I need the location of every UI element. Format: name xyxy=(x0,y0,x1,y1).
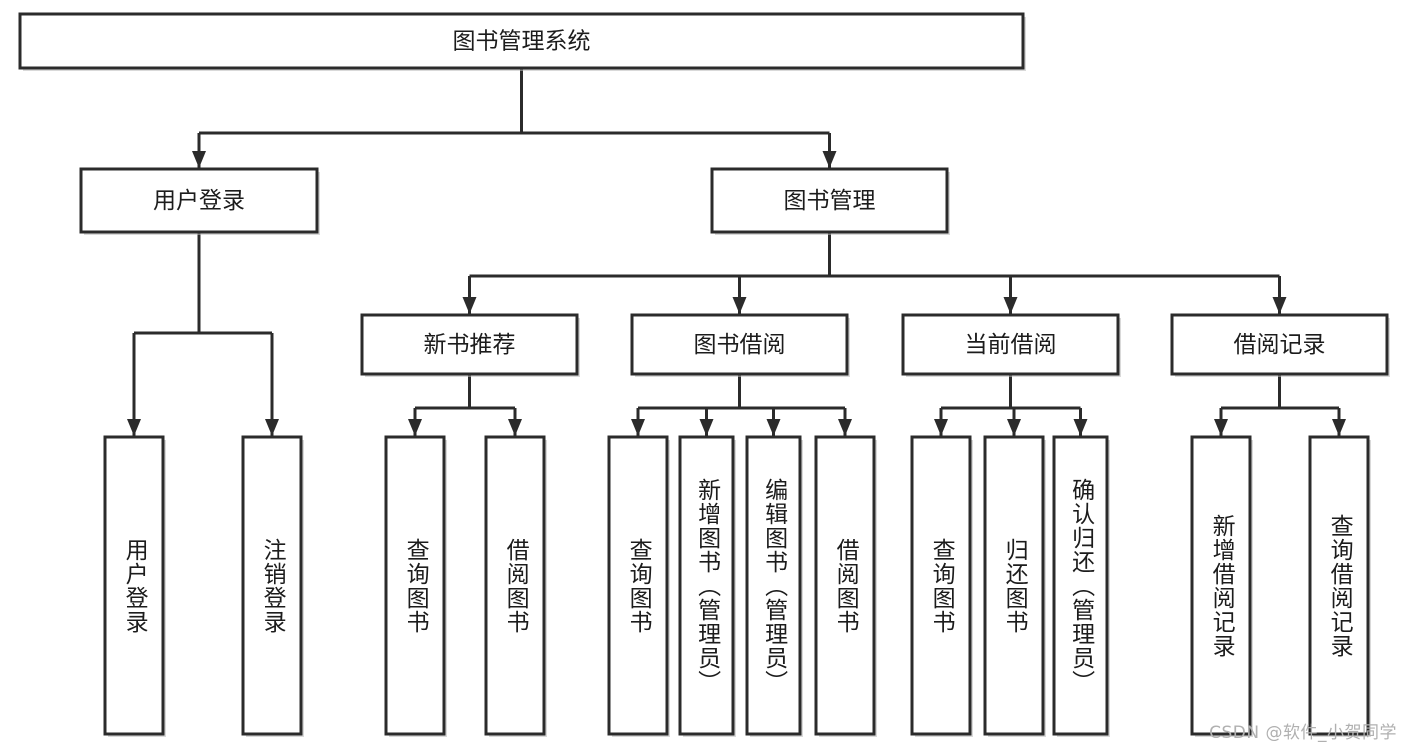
node-box-leaf-borrow-book-1[interactable] xyxy=(484,435,546,736)
node-box-leaf-query-book-2[interactable] xyxy=(607,435,669,736)
arrowhead xyxy=(631,419,645,436)
node-box-leaf-query-book-3[interactable] xyxy=(910,435,972,736)
node-box-leaf-return-book[interactable] xyxy=(983,435,1045,736)
node-box-leaf-edit-book[interactable] xyxy=(745,435,802,736)
arrowhead xyxy=(1003,297,1018,314)
arrowhead xyxy=(732,297,747,314)
node-box-leaf-borrow-book-2[interactable] xyxy=(814,435,876,736)
node-label-current-borrow: 当前借阅 xyxy=(965,332,1057,358)
node-box-leaf-user-login[interactable] xyxy=(103,435,165,736)
node-box-leaf-add-record[interactable] xyxy=(1190,435,1252,736)
arrowhead xyxy=(766,419,781,436)
arrowhead xyxy=(1073,419,1088,436)
arrowhead xyxy=(1214,419,1228,436)
node-box-book-manage[interactable] xyxy=(710,167,949,234)
node-label-root: 图书管理系统 xyxy=(453,29,591,55)
arrowhead xyxy=(462,297,477,314)
node-box-user-login[interactable] xyxy=(79,167,319,234)
arrowhead xyxy=(934,419,948,436)
node-box-root[interactable] xyxy=(18,12,1025,70)
arrowhead xyxy=(265,419,279,436)
node-box-current-borrow[interactable] xyxy=(901,313,1120,376)
node-layer xyxy=(18,12,1390,737)
arrowhead xyxy=(699,419,714,436)
arrowhead xyxy=(1007,419,1021,436)
node-label-new-book-rec: 新书推荐 xyxy=(424,332,516,358)
arrowhead xyxy=(408,419,422,436)
node-box-leaf-add-book[interactable] xyxy=(678,435,735,736)
node-label-user-login: 用户登录 xyxy=(153,188,245,214)
arrowhead xyxy=(838,419,852,436)
node-label-book-manage: 图书管理 xyxy=(784,188,876,214)
node-box-leaf-confirm-return[interactable] xyxy=(1052,435,1109,736)
node-box-leaf-query-book-1[interactable] xyxy=(384,435,446,736)
arrowhead xyxy=(822,151,837,168)
arrowhead xyxy=(192,151,206,168)
arrowhead xyxy=(1272,297,1287,314)
arrowhead xyxy=(1332,419,1346,436)
node-box-leaf-logout[interactable] xyxy=(241,435,303,736)
arrowhead xyxy=(508,419,522,436)
node-box-leaf-query-record[interactable] xyxy=(1308,435,1370,736)
node-box-borrow-record[interactable] xyxy=(1170,313,1389,376)
node-label-borrow-record: 借阅记录 xyxy=(1234,332,1326,358)
connector-layer xyxy=(127,68,1346,436)
csdn-watermark: CSDN @软件_小贺同学 xyxy=(1209,723,1397,743)
node-box-book-borrow[interactable] xyxy=(630,313,849,376)
node-label-book-borrow: 图书借阅 xyxy=(694,332,786,358)
arrowhead xyxy=(127,419,141,436)
node-box-new-book-rec[interactable] xyxy=(360,313,579,376)
